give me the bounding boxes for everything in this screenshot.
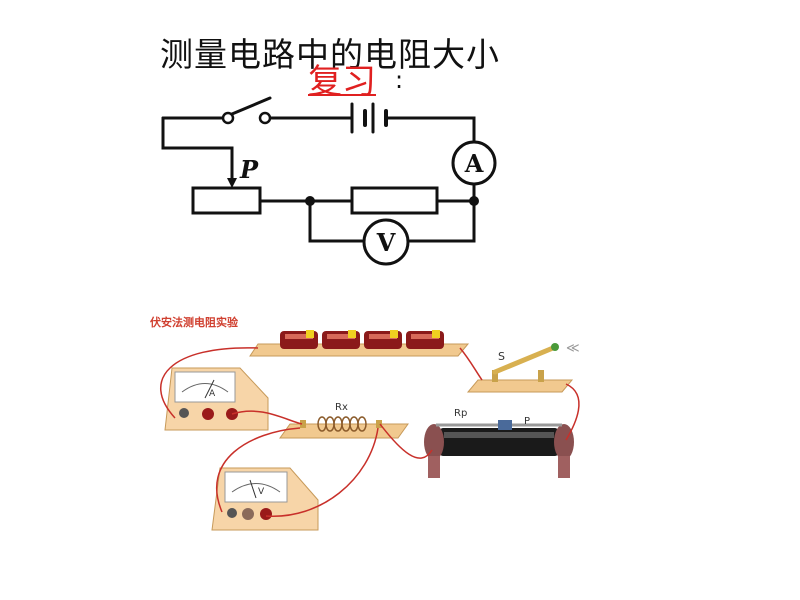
schematic-switch-blade: [230, 96, 272, 116]
voltmeter-symbol: V: [376, 228, 396, 257]
switch-contact-right: [258, 111, 272, 125]
resistor-board: [279, 416, 409, 439]
review-label: 复习: [308, 62, 376, 102]
resistor-label: Rx: [335, 402, 348, 413]
rheostat-box: [191, 186, 262, 215]
rheostat-slider-label: P: [524, 416, 530, 427]
ammeter-circle: [451, 140, 497, 186]
switch-contact-left: [221, 111, 235, 125]
apparatus-wires: [160, 347, 580, 517]
wire-resistor-to-rheostat: [379, 423, 433, 459]
schematic-wire-voltmeter-right: [408, 199, 476, 243]
junction-left: [305, 196, 315, 206]
schematic-wire-top-right: [384, 116, 476, 144]
slide-title: 测量电路中的电阻大小: [160, 35, 500, 74]
switch-label: S: [498, 350, 505, 363]
wire-battery-to-ammeter: [160, 347, 259, 419]
rheostat-label: Rp: [454, 408, 467, 419]
arrow-mark: ≪: [566, 341, 580, 356]
wire-resistor-to-voltmeter-b: [265, 427, 379, 517]
schematic-wire-left: [161, 116, 234, 182]
battery-cells: [280, 330, 444, 349]
wire-switch-to-rheostat: [565, 383, 580, 441]
junction-right: [469, 196, 479, 206]
rheostat-device: [424, 420, 574, 478]
ammeter-device: [164, 367, 269, 431]
ammeter-symbol: A: [464, 149, 484, 178]
switch-board: [466, 343, 574, 393]
wire-battery-to-switch: [459, 347, 483, 381]
slider-label: P: [239, 155, 259, 184]
voltmeter-device: [211, 467, 319, 531]
slider-arrow-icon: [227, 178, 237, 188]
ammeter-face-label: A: [209, 389, 216, 399]
schematic-wire-voltmeter-left: [308, 199, 364, 243]
rheostat-slider: [498, 420, 512, 430]
battery-pack: [249, 330, 470, 357]
voltmeter-circle: [362, 218, 410, 266]
switch-lever: [492, 345, 556, 375]
wire-ammeter-to-resistor: [231, 410, 303, 425]
wire-resistor-to-voltmeter-a: [215, 427, 301, 513]
voltmeter-face-label: V: [258, 487, 265, 497]
apparatus-caption: 伏安法测电阻实验: [150, 315, 239, 329]
review-colon: :: [395, 66, 404, 94]
